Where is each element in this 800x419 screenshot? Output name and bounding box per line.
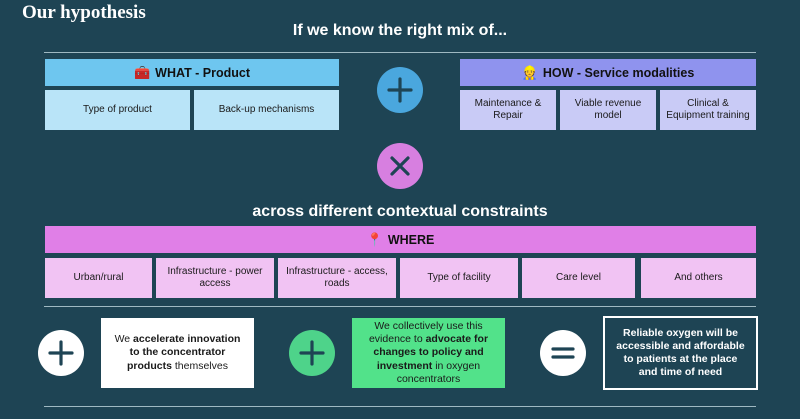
plus-icon <box>289 330 335 376</box>
toolbox-icon: 🧰 <box>133 64 151 80</box>
what-item: Back-up mechanisms <box>194 90 339 130</box>
innovation-bold-text: accelerate innovation to the concentrato… <box>127 333 241 372</box>
how-item: Clinical & Equipment training <box>660 90 756 130</box>
where-item: Type of facility <box>400 258 518 298</box>
page-title: Our hypothesis <box>22 2 146 23</box>
where-item: And others <box>641 258 756 298</box>
where-item: Urban/rural <box>45 258 152 298</box>
evidence-text-end: in oxygen concentrators <box>396 359 481 385</box>
result-card: Reliable oxygen will be accessible and a… <box>603 316 758 390</box>
how-header-label: HOW - Service modalities <box>542 65 695 80</box>
evidence-text: We collectively use this evidence to <box>368 320 483 346</box>
top-divider <box>44 52 756 53</box>
middle-divider <box>44 306 756 307</box>
plus-icon <box>377 67 423 113</box>
mix-heading: If we know the right mix of... <box>292 22 508 39</box>
plus-icon <box>38 330 84 376</box>
how-item: Maintenance & Repair <box>460 90 556 130</box>
person-icon: 👷 <box>521 64 538 80</box>
what-header-label: WHAT - Product <box>155 65 251 80</box>
how-item: Viable revenue model <box>560 90 656 130</box>
how-header: 👷 HOW - Service modalities <box>460 59 756 86</box>
times-icon <box>377 143 423 189</box>
where-item: Infrastructure - power access <box>156 258 274 298</box>
where-header: 📍 WHERE <box>45 226 756 253</box>
innovation-card: We accelerate innovation to the concentr… <box>101 318 254 388</box>
where-header-label: WHERE <box>387 232 435 247</box>
innovation-text: We <box>114 333 134 346</box>
equals-icon <box>540 330 586 376</box>
constraints-heading: across different contextual constraints <box>252 203 548 220</box>
what-header: 🧰 WHAT - Product <box>45 59 339 86</box>
evidence-card: We collectively use this evidence to adv… <box>352 318 505 388</box>
bottom-divider <box>44 406 756 407</box>
innovation-text-end: themselves <box>171 359 228 372</box>
what-item: Type of product <box>45 90 190 130</box>
evidence-bold-text: advocate for changes to policy and inves… <box>373 333 489 372</box>
where-item: Infrastructure - access, roads <box>278 258 396 298</box>
pin-icon: 📍 <box>366 231 383 247</box>
where-item: Care level <box>522 258 635 298</box>
